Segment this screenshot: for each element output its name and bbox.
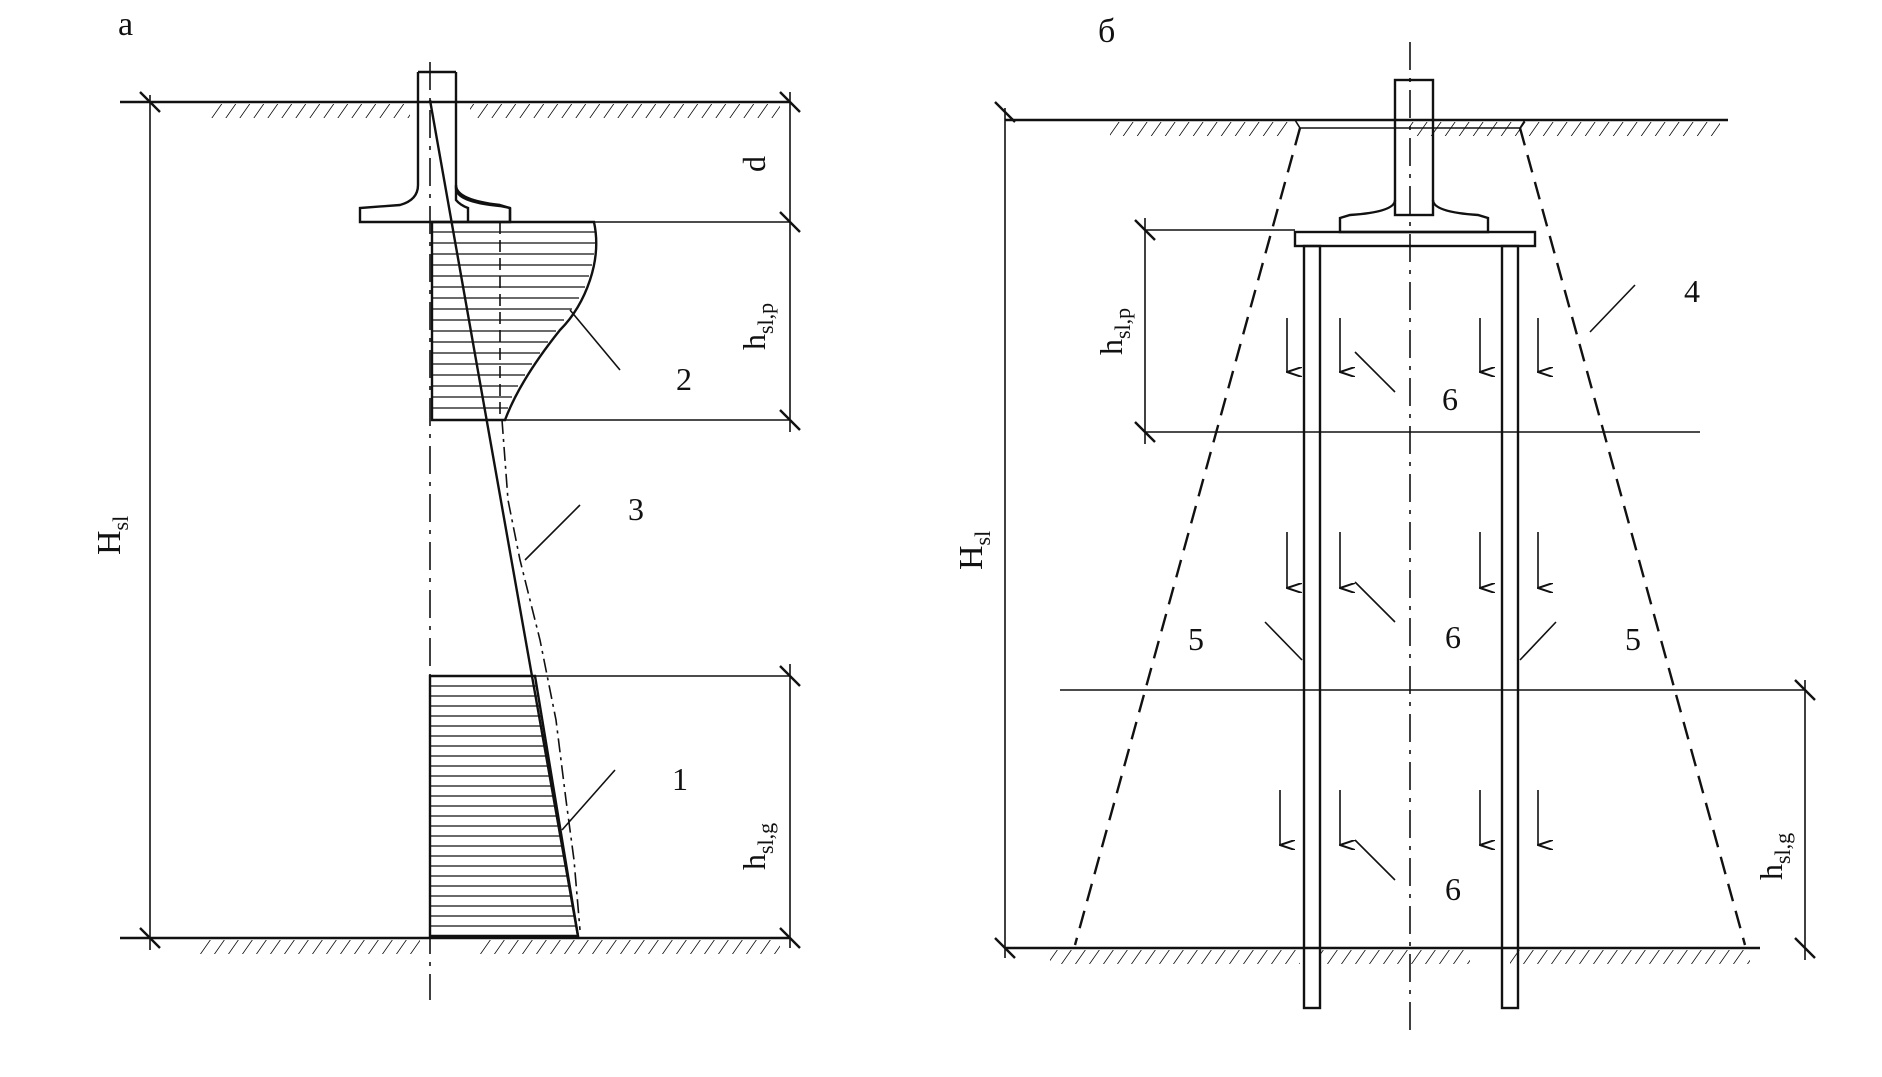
panel-a-dim-right: d hsl,p hsl,g <box>736 91 801 949</box>
panel-b-hsl-main: H <box>953 545 990 570</box>
callout-1: 1 <box>672 761 688 797</box>
panel-a-dim-hsl: Hsl <box>91 91 161 950</box>
panel-b-cone <box>1073 127 1747 946</box>
panel-a-callouts: 2 3 1 <box>524 309 692 831</box>
panel-a-hsl-sub: sl <box>108 516 133 531</box>
panel-a-stress-line <box>428 99 581 937</box>
callout-2: 2 <box>676 361 692 397</box>
panel-b-settlement-arrows <box>1280 318 1538 845</box>
panel-a-lower-diagram <box>428 674 580 938</box>
panel-b-hslp-sub: sl,p <box>1110 308 1135 339</box>
panel-b-dim-hslp: hsl,p <box>1093 218 1156 444</box>
panel-a-hslg-sub: sl,g <box>753 823 778 854</box>
callout-6-middle: 6 <box>1445 619 1461 655</box>
panel-a-hslp-main: h <box>736 334 772 350</box>
callout-6-top: 6 <box>1442 381 1458 417</box>
panel-b-ground-top <box>1005 118 1728 136</box>
panel-a: а <box>91 6 801 1000</box>
callout-5-left: 5 <box>1188 621 1204 657</box>
panel-a-hslg-main: h <box>736 854 772 870</box>
panel-b-dim-hslg: hsl,g <box>1753 679 1816 960</box>
panel-a-hsl-main: H <box>91 530 128 555</box>
callout-4: 4 <box>1684 273 1700 309</box>
panel-b: б <box>953 13 1816 1030</box>
svg-text:hsl,g: hsl,g <box>736 823 778 870</box>
panel-b-dim-hsl: Hsl <box>953 101 1016 959</box>
svg-text:hsl,g: hsl,g <box>1753 833 1795 880</box>
panel-a-d-label: d <box>736 156 772 172</box>
panel-b-hslp-main: h <box>1093 339 1129 355</box>
panel-a-ground-bottom <box>120 936 790 954</box>
panel-a-hslp-sub: sl,p <box>753 303 778 334</box>
panel-b-hslg-main: h <box>1753 864 1789 880</box>
svg-text:hsl,p: hsl,p <box>736 303 778 350</box>
panel-b-label: б <box>1098 13 1115 50</box>
panel-b-callouts: 4 5 5 6 6 6 <box>1188 273 1700 907</box>
panel-b-piles <box>1302 244 1520 1010</box>
callout-5-right: 5 <box>1625 621 1641 657</box>
panel-b-hslg-sub: sl,g <box>1770 833 1795 864</box>
svg-text:hsl,p: hsl,p <box>1093 308 1135 355</box>
panel-a-foundation <box>358 70 512 224</box>
panel-a-ground-top <box>120 100 790 118</box>
callout-6-bottom: 6 <box>1445 871 1461 907</box>
panel-b-foundation <box>1293 78 1537 248</box>
panel-b-ground-bottom <box>1005 946 1760 964</box>
svg-text:Hsl: Hsl <box>953 531 995 570</box>
panel-b-hsl-sub: sl <box>970 531 995 546</box>
panel-a-label: а <box>118 6 133 43</box>
svg-text:Hsl: Hsl <box>91 516 133 555</box>
callout-3: 3 <box>628 491 644 527</box>
